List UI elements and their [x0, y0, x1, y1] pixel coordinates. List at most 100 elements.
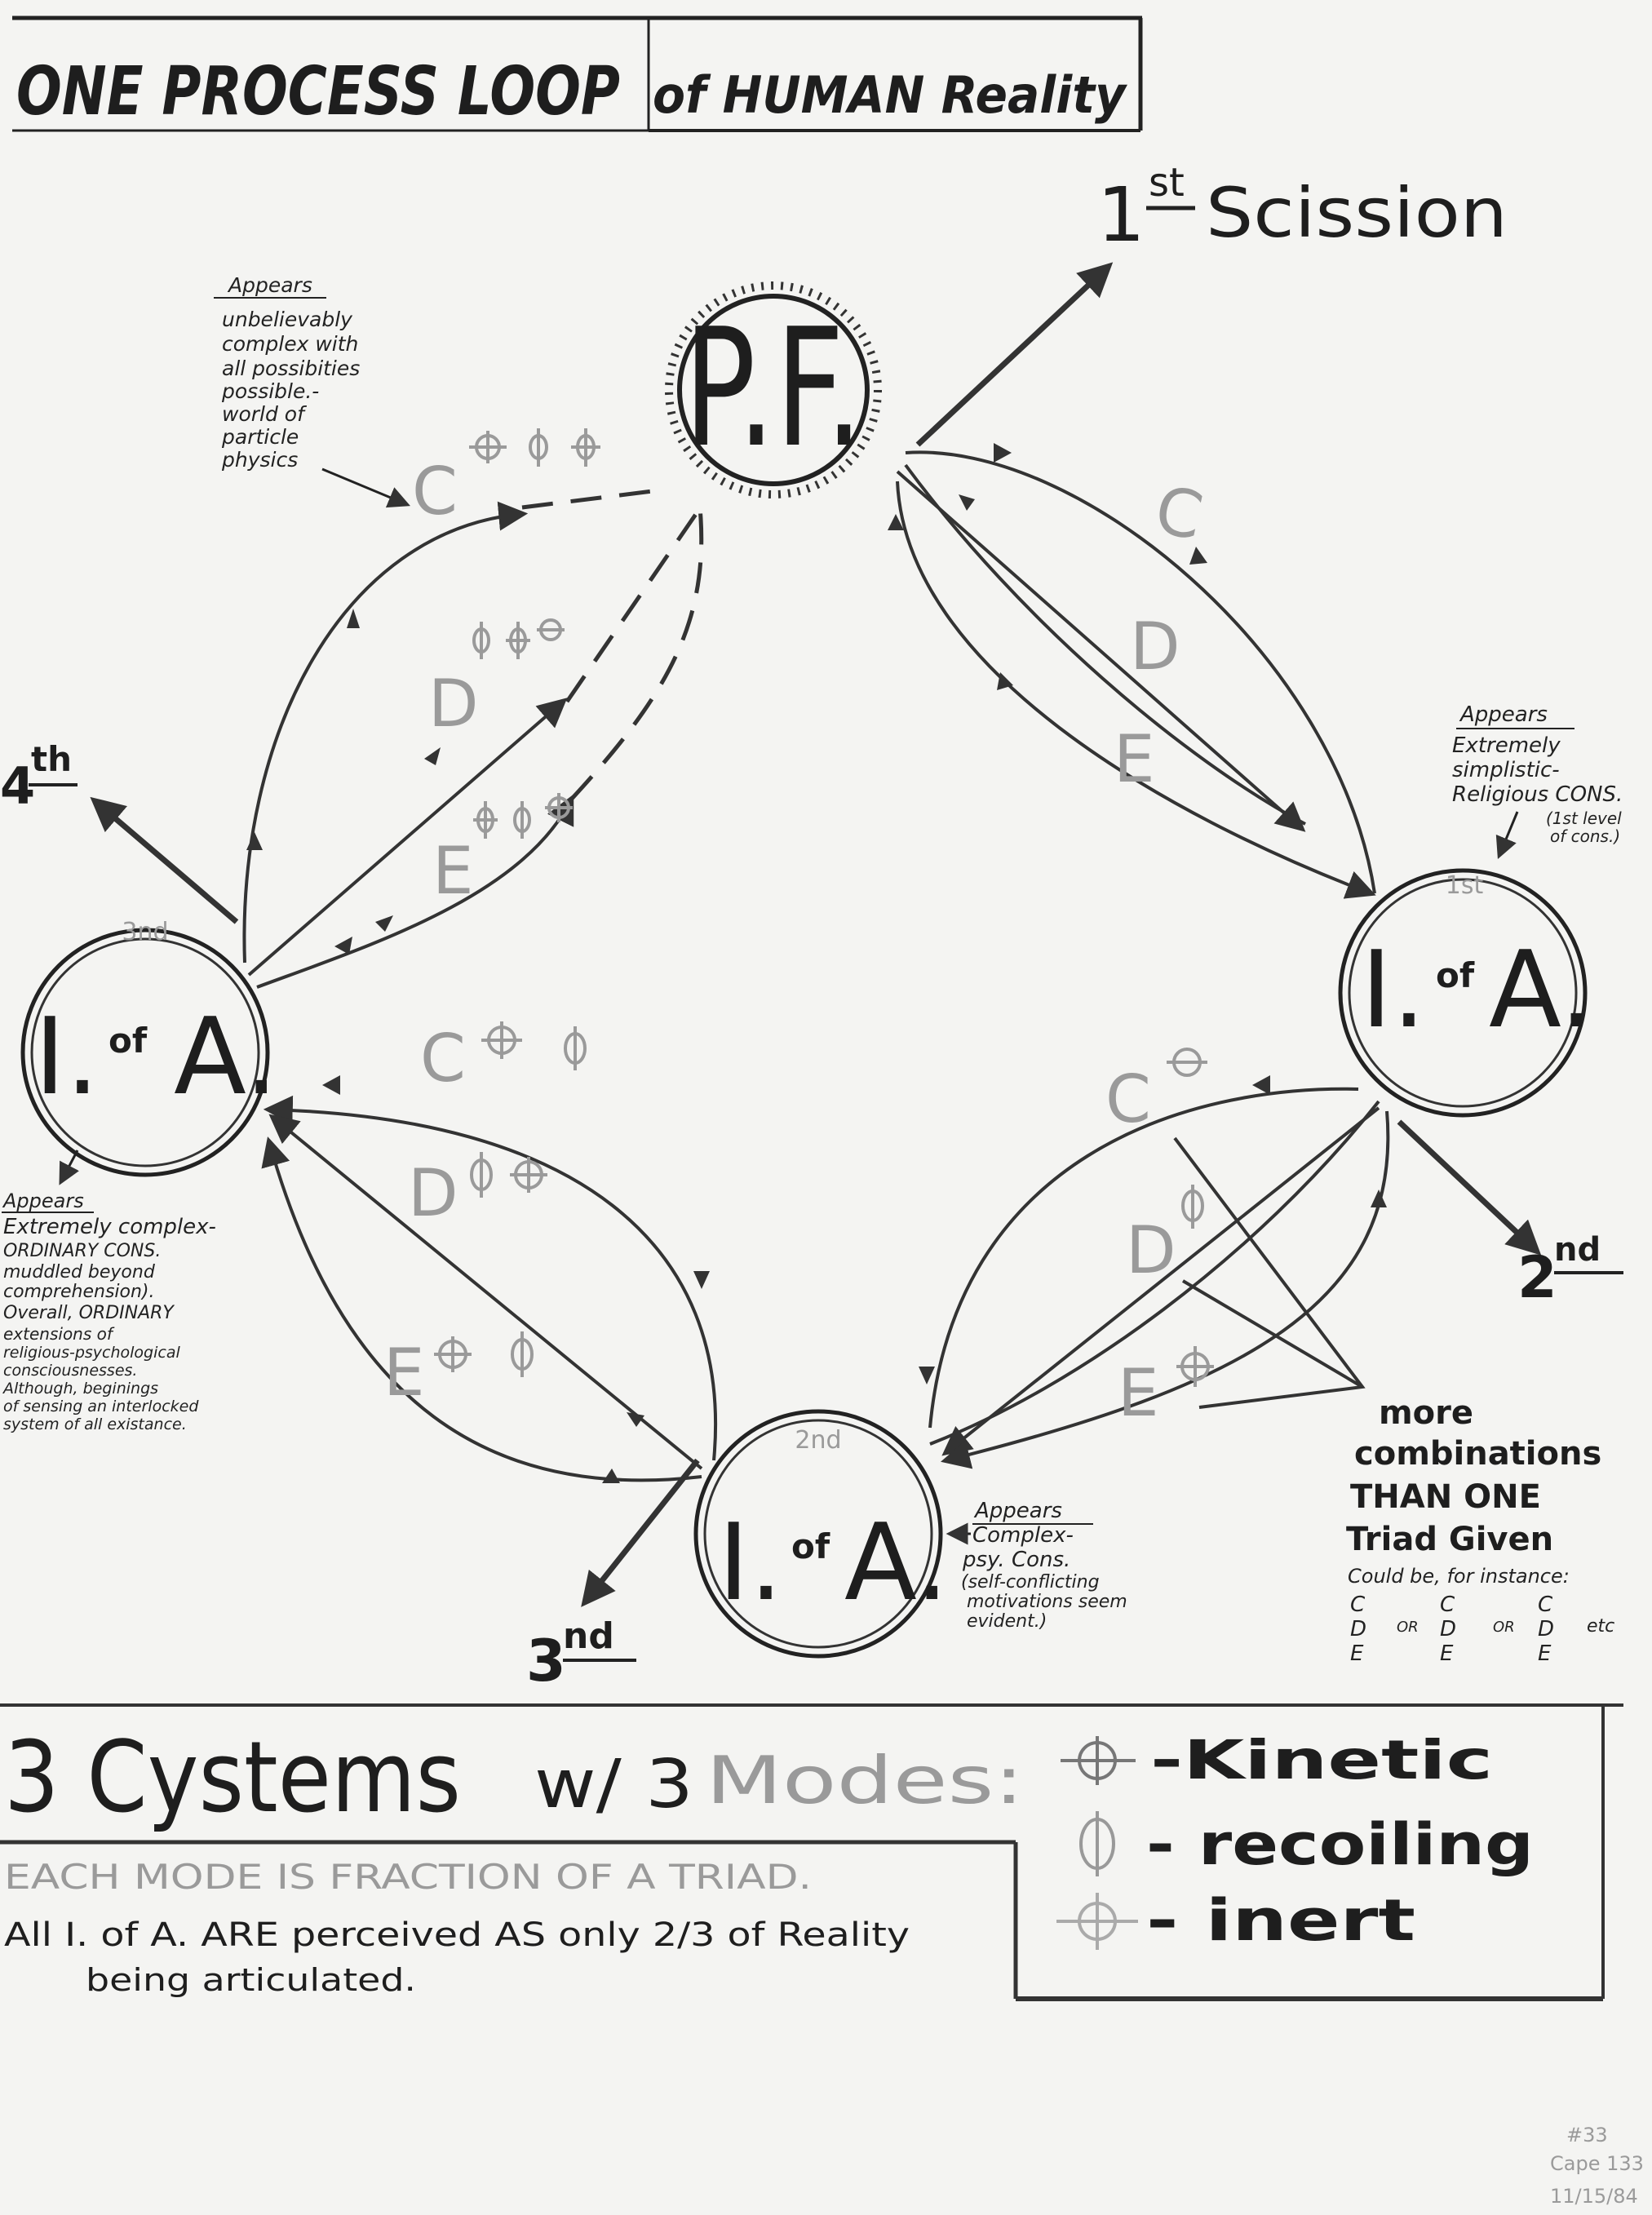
pf-note-line: possible.-	[221, 379, 319, 403]
archive-note-line: Cape 133	[1550, 2152, 1644, 2175]
third-pf-dashed-returns	[521, 489, 704, 801]
second-third-direction-arrows	[322, 1075, 710, 1483]
combo-letter: D	[1350, 1617, 1366, 1641]
first-note-line: Religious CONS.	[1452, 782, 1623, 807]
legend-label: -Kinetic	[1150, 1729, 1493, 1792]
combo-letter: C	[1538, 1593, 1553, 1617]
inert-symbol-icon	[1056, 1893, 1138, 1950]
first-note-line: simplistic-	[1452, 758, 1560, 782]
third-scission-num: 3	[526, 1628, 566, 1694]
mode-c: C	[420, 1021, 466, 1096]
ioa-second-a: A.	[844, 1500, 949, 1624]
third-note: Appears Extremely complex- ORDINARY CONS…	[2, 1150, 216, 1433]
third-scission-sup: nd	[563, 1615, 614, 1657]
combinations-line: THAN ONE	[1350, 1478, 1541, 1516]
footer-modes: Modes:	[706, 1743, 1024, 1819]
third-note-line: extensions of	[3, 1324, 115, 1344]
combo-letter: E	[1350, 1641, 1364, 1666]
second-note: Appears Complex- psy. Cons. (self-confli…	[946, 1499, 1127, 1632]
recoiling-symbol-icon	[1181, 1185, 1204, 1229]
fourth-scission-arrow	[90, 796, 239, 924]
kinetic-symbol-icon	[1167, 1048, 1207, 1077]
ioa-third-i: I.	[34, 995, 100, 1119]
third-note-line: Appears	[2, 1189, 84, 1212]
mode-e: E	[432, 833, 474, 909]
mode-c: C	[412, 454, 458, 529]
pf-note-line: Appears	[227, 273, 312, 297]
second-scission-arrow	[1397, 1119, 1542, 1256]
second-scission-label: 2 nd	[1517, 1231, 1623, 1311]
combo-letter: C	[1440, 1593, 1455, 1617]
third-note-line: of sensing an interlocked	[3, 1398, 199, 1415]
mode-e: E	[383, 1335, 425, 1411]
third-to-pf-paths	[242, 501, 574, 989]
combinations-note: more combinations THAN ONE Triad Given C…	[1346, 1394, 1614, 1666]
pf-note-line: particle	[221, 425, 299, 449]
legend-kinetic: -Kinetic	[1061, 1729, 1493, 1792]
modes-bottom-left: C D E	[383, 1021, 587, 1411]
second-note-line: Appears	[973, 1499, 1062, 1523]
ioa-first-a: A.	[1489, 928, 1593, 1052]
mode-d: D	[1130, 609, 1180, 684]
ioa-second-of: of	[791, 1526, 830, 1566]
recoiling-symbol-icon	[470, 1152, 493, 1198]
footer-section: 3 Cystems w/ 3 Modes: EACH MODE IS FRACT…	[0, 1703, 1623, 2001]
kinetic-symbol-icon	[481, 1021, 522, 1059]
second-note-line: psy. Cons.	[962, 1548, 1070, 1572]
could-be-note: Could be, for instance:	[1348, 1565, 1570, 1588]
inert-symbol-icon	[473, 793, 573, 839]
pf-note-line: world of	[222, 402, 307, 426]
inert-symbol-icon	[510, 1157, 547, 1193]
first-scission-arrow	[915, 262, 1114, 447]
combinations-line: combinations	[1354, 1435, 1601, 1473]
ioa-third-node: 3nd I. of A.	[20, 918, 278, 1177]
legend-inert: - inert	[1056, 1887, 1415, 1954]
third-note-line: system of all existance.	[3, 1415, 187, 1433]
pf-to-first-paths	[896, 450, 1376, 899]
recoiling-symbol-icon	[529, 428, 548, 467]
footer-with: w/ 3	[534, 1746, 693, 1823]
third-note-line: Although, beginings	[2, 1380, 158, 1398]
fourth-scission-label: 4 th	[0, 739, 78, 816]
third-note-line: consciousnesses.	[3, 1362, 137, 1380]
second-scission-num: 2	[1517, 1244, 1557, 1311]
combo-letter: C	[1350, 1593, 1366, 1617]
second-note-line: evident.)	[967, 1611, 1047, 1632]
recoiling-symbol-icon	[1079, 1811, 1115, 1876]
combo-letter: E	[1440, 1641, 1454, 1666]
footer-line-3: being articulated.	[86, 1962, 416, 1998]
third-note-line: muddled beyond	[3, 1262, 156, 1282]
title-part1: ONE PROCESS LOOP	[16, 53, 620, 131]
combinations-pointer	[1173, 1136, 1366, 1409]
fourth-scission-sup: th	[31, 739, 72, 779]
ioa-first-node: 1st I. of A.	[1338, 868, 1593, 1118]
archive-note-line: 11/15/84	[1550, 2185, 1638, 2208]
pf-label: P.F.	[684, 294, 863, 484]
recoiling-symbol-icon	[564, 1026, 587, 1070]
first-scission-label: 1 st Scission	[1097, 160, 1508, 259]
first-second-direction-arrows	[919, 1075, 1387, 1384]
third-note-line: comprehension).	[3, 1282, 155, 1302]
modes-top-left: C D E	[412, 428, 600, 909]
third-note-line: religious-psychological	[3, 1344, 180, 1362]
ioa-third-of: of	[109, 1021, 148, 1061]
first-note-line: (1st level	[1546, 808, 1622, 828]
third-scission-arrow	[581, 1458, 700, 1607]
ioa-third-a: A.	[174, 995, 278, 1119]
combo-etc: etc	[1587, 1616, 1614, 1637]
ioa-first-of: of	[1436, 955, 1475, 995]
footer-cystems: 3 Cystems	[4, 1721, 461, 1835]
pf-note: Appears unbelievably complex with all po…	[214, 273, 410, 508]
ioa-second-i: I.	[718, 1500, 783, 1624]
second-scission-sup: nd	[1554, 1231, 1601, 1269]
inert-symbol-icon	[571, 428, 600, 467]
third-pf-direction-arrows	[246, 609, 441, 955]
third-scission-label: 3 nd	[526, 1615, 636, 1694]
combo-letter: D	[1538, 1617, 1554, 1641]
ioa-third-ordinal: 3nd	[122, 918, 168, 946]
third-note-line: Extremely complex-	[3, 1215, 216, 1239]
title-box: ONE PROCESS LOOP of HUMAN Reality	[12, 16, 1143, 132]
third-note-line: ORDINARY CONS.	[3, 1241, 161, 1261]
first-scission-num: 1	[1097, 171, 1145, 259]
